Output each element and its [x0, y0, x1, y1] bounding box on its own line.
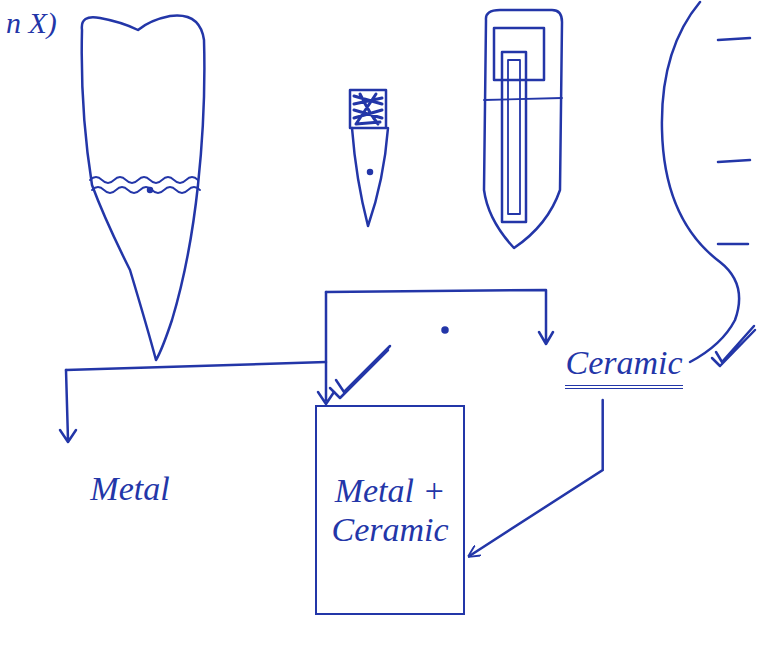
core-block — [350, 90, 386, 128]
dot — [368, 170, 372, 174]
post-tooth-outline — [484, 10, 562, 248]
connector-arrow — [469, 400, 603, 556]
curve — [662, 2, 739, 362]
node-text: Metal + Ceramic — [331, 471, 448, 549]
note-label: n X) — [6, 6, 57, 40]
branch-line — [326, 290, 553, 344]
branch-line — [318, 292, 334, 404]
branch-line — [60, 370, 76, 442]
dot — [443, 328, 448, 333]
underlined-text-node: Ceramic — [553, 336, 695, 396]
process-box: Metal + Ceramic — [315, 405, 465, 615]
check-mark — [712, 326, 755, 366]
node-text: Metal — [90, 469, 169, 508]
line — [484, 98, 562, 100]
post — [502, 52, 526, 222]
check-mark — [330, 346, 390, 398]
branch-line — [66, 362, 326, 370]
dashes — [718, 38, 750, 244]
dot — [148, 188, 152, 192]
core-fill — [354, 94, 382, 124]
text-node: Metal — [78, 462, 182, 516]
post-inner — [508, 60, 520, 214]
root-outline — [352, 128, 388, 226]
node-text: Ceramic — [565, 343, 682, 388]
tooth-outline — [82, 16, 205, 361]
crown-margin — [90, 177, 200, 193]
